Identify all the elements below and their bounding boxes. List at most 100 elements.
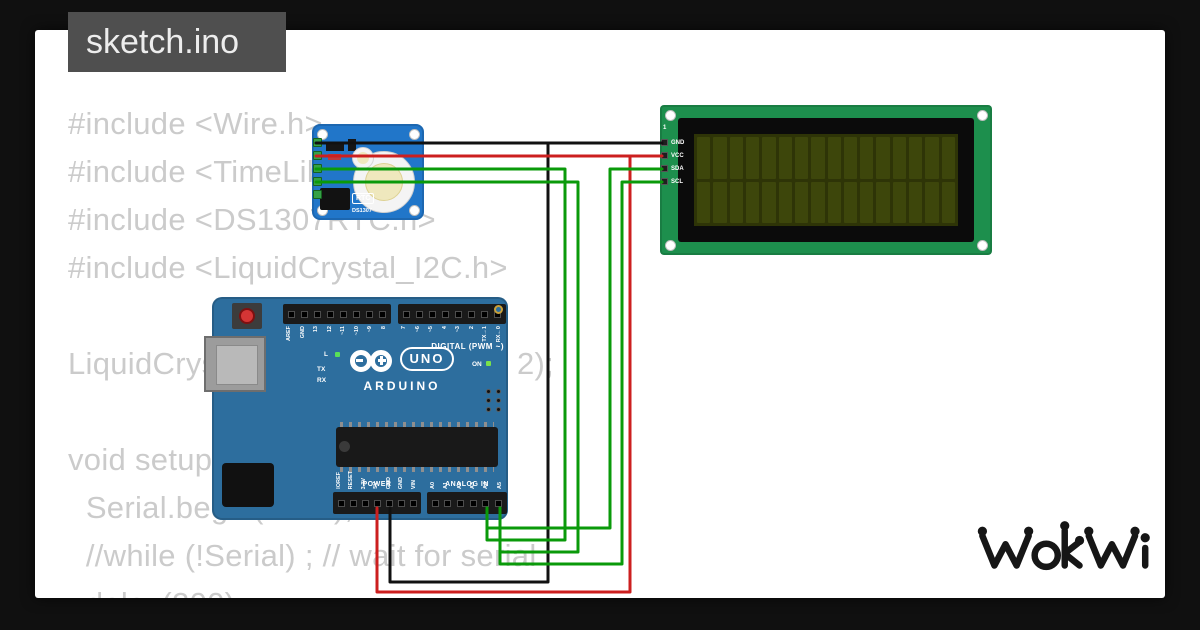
power-title: POWER bbox=[362, 481, 392, 488]
lcd-cell bbox=[697, 181, 711, 223]
pin-socket[interactable] bbox=[373, 499, 381, 507]
arduino-logo-plus bbox=[380, 356, 383, 365]
wire-rtc-sda[interactable] bbox=[314, 167, 567, 542]
lcd-cell bbox=[941, 181, 955, 223]
lcd-screen bbox=[694, 134, 958, 226]
lcd-pin-label: SCL bbox=[671, 178, 683, 185]
reset-button[interactable] bbox=[239, 308, 255, 324]
pin-socket[interactable] bbox=[482, 499, 490, 507]
pin-socket[interactable] bbox=[327, 310, 334, 318]
icsp-pin[interactable] bbox=[486, 398, 491, 403]
pin-socket[interactable] bbox=[444, 499, 452, 507]
code-line: #include <Wire.h> bbox=[68, 106, 323, 141]
lcd-cell bbox=[794, 181, 809, 223]
rtc-pin-pad[interactable] bbox=[313, 190, 322, 199]
pin-socket[interactable] bbox=[301, 310, 308, 318]
lcd1602-display[interactable]: 1 GND VCC SDA SCL bbox=[660, 105, 992, 255]
pin-socket[interactable] bbox=[468, 310, 475, 318]
smd-component bbox=[348, 139, 356, 151]
icsp-pin[interactable] bbox=[486, 407, 491, 412]
pin-socket[interactable] bbox=[361, 499, 369, 507]
pin-socket[interactable] bbox=[416, 310, 423, 318]
pin-socket[interactable] bbox=[481, 310, 488, 318]
pin-socket[interactable] bbox=[397, 499, 405, 507]
pin-socket[interactable] bbox=[442, 310, 449, 318]
lcd-cell bbox=[697, 137, 711, 179]
led-l-label: L bbox=[324, 351, 328, 358]
power-jack bbox=[222, 463, 274, 507]
lcd-cell bbox=[778, 181, 792, 223]
rtc-module[interactable]: RTC DS1307 bbox=[312, 124, 424, 220]
analog-title: ANALOG IN bbox=[445, 481, 489, 488]
pin-socket[interactable] bbox=[288, 310, 295, 318]
lcd-cell bbox=[843, 137, 858, 179]
on-label: ON bbox=[472, 361, 482, 368]
wires-layer bbox=[314, 141, 664, 594]
icsp-pin[interactable] bbox=[496, 407, 501, 412]
icsp-pin[interactable] bbox=[496, 389, 501, 394]
digital-caption: DIGITAL (PWM ~) bbox=[431, 342, 504, 351]
wire-rtc-scl[interactable] bbox=[314, 180, 580, 554]
icsp-pin[interactable] bbox=[486, 389, 491, 394]
code-line: delay(200); bbox=[68, 580, 1028, 598]
pin-socket[interactable] bbox=[455, 310, 462, 318]
code-line: #include <LiquidCrystal_I2C.h> bbox=[68, 250, 508, 285]
pin-socket[interactable] bbox=[431, 499, 439, 507]
pin-socket[interactable] bbox=[409, 499, 417, 507]
lcd-pin-label: VCC bbox=[671, 152, 684, 159]
mounting-hole bbox=[409, 129, 420, 140]
lcd-pin1-label: 1 bbox=[663, 125, 667, 131]
lcd-cell bbox=[811, 137, 825, 179]
atmega-chip bbox=[336, 427, 498, 467]
icsp-pin[interactable] bbox=[496, 398, 501, 403]
pin-socket[interactable] bbox=[403, 310, 410, 318]
mounting-hole bbox=[665, 110, 676, 121]
pin-socket[interactable] bbox=[340, 310, 347, 318]
lcd-cell bbox=[876, 181, 890, 223]
led-tx-label: TX bbox=[317, 366, 326, 373]
lcd-cell bbox=[909, 137, 923, 179]
smd-component bbox=[326, 142, 344, 151]
mounting-hole bbox=[409, 205, 420, 216]
pin-socket[interactable] bbox=[495, 499, 503, 507]
lcd-cell bbox=[827, 137, 841, 179]
arduino-logo-minus bbox=[356, 359, 363, 362]
lcd-cell bbox=[827, 181, 841, 223]
pin-socket[interactable] bbox=[353, 310, 360, 318]
lcd-pin-label: SDA bbox=[671, 165, 684, 172]
lcd-cell bbox=[745, 181, 760, 223]
pin-socket[interactable] bbox=[366, 310, 373, 318]
wire-gnd-to-arduino[interactable] bbox=[388, 141, 550, 584]
lcd-cell bbox=[925, 137, 939, 179]
pin-socket[interactable] bbox=[314, 310, 321, 318]
pin-socket[interactable] bbox=[385, 499, 393, 507]
pin-socket[interactable] bbox=[379, 310, 386, 318]
wire-vcc-to-arduino[interactable] bbox=[375, 154, 632, 594]
lcd-cell bbox=[762, 181, 776, 223]
digital-strip-left bbox=[283, 304, 391, 324]
pin-socket[interactable] bbox=[457, 499, 465, 507]
mounting-hole bbox=[317, 129, 328, 140]
wire-lcd-sda[interactable] bbox=[485, 167, 664, 530]
pin-socket[interactable] bbox=[469, 499, 477, 507]
pin-socket[interactable] bbox=[429, 310, 436, 318]
sketch-tab[interactable]: sketch.ino bbox=[68, 12, 286, 72]
lcd-cell bbox=[794, 137, 809, 179]
lcd-cell bbox=[811, 181, 825, 223]
lcd-pin-label: GND bbox=[671, 139, 685, 146]
lcd-cell bbox=[713, 181, 727, 223]
pin-socket[interactable] bbox=[337, 499, 345, 507]
mounting-hole bbox=[494, 305, 503, 314]
led-l bbox=[335, 352, 340, 357]
pin-socket[interactable] bbox=[349, 499, 357, 507]
chip-legs bbox=[340, 422, 494, 427]
chip-notch bbox=[339, 441, 350, 452]
lcd-cell bbox=[745, 137, 760, 179]
wire-lcd-scl[interactable] bbox=[498, 180, 664, 566]
lcd-cell bbox=[892, 181, 907, 223]
power-led bbox=[486, 361, 491, 366]
uno-model-badge: UNO bbox=[400, 347, 454, 371]
mounting-hole bbox=[977, 110, 988, 121]
simulation-canvas: #include <Wire.h>#include <TimeLib.h>#in… bbox=[35, 30, 1165, 598]
